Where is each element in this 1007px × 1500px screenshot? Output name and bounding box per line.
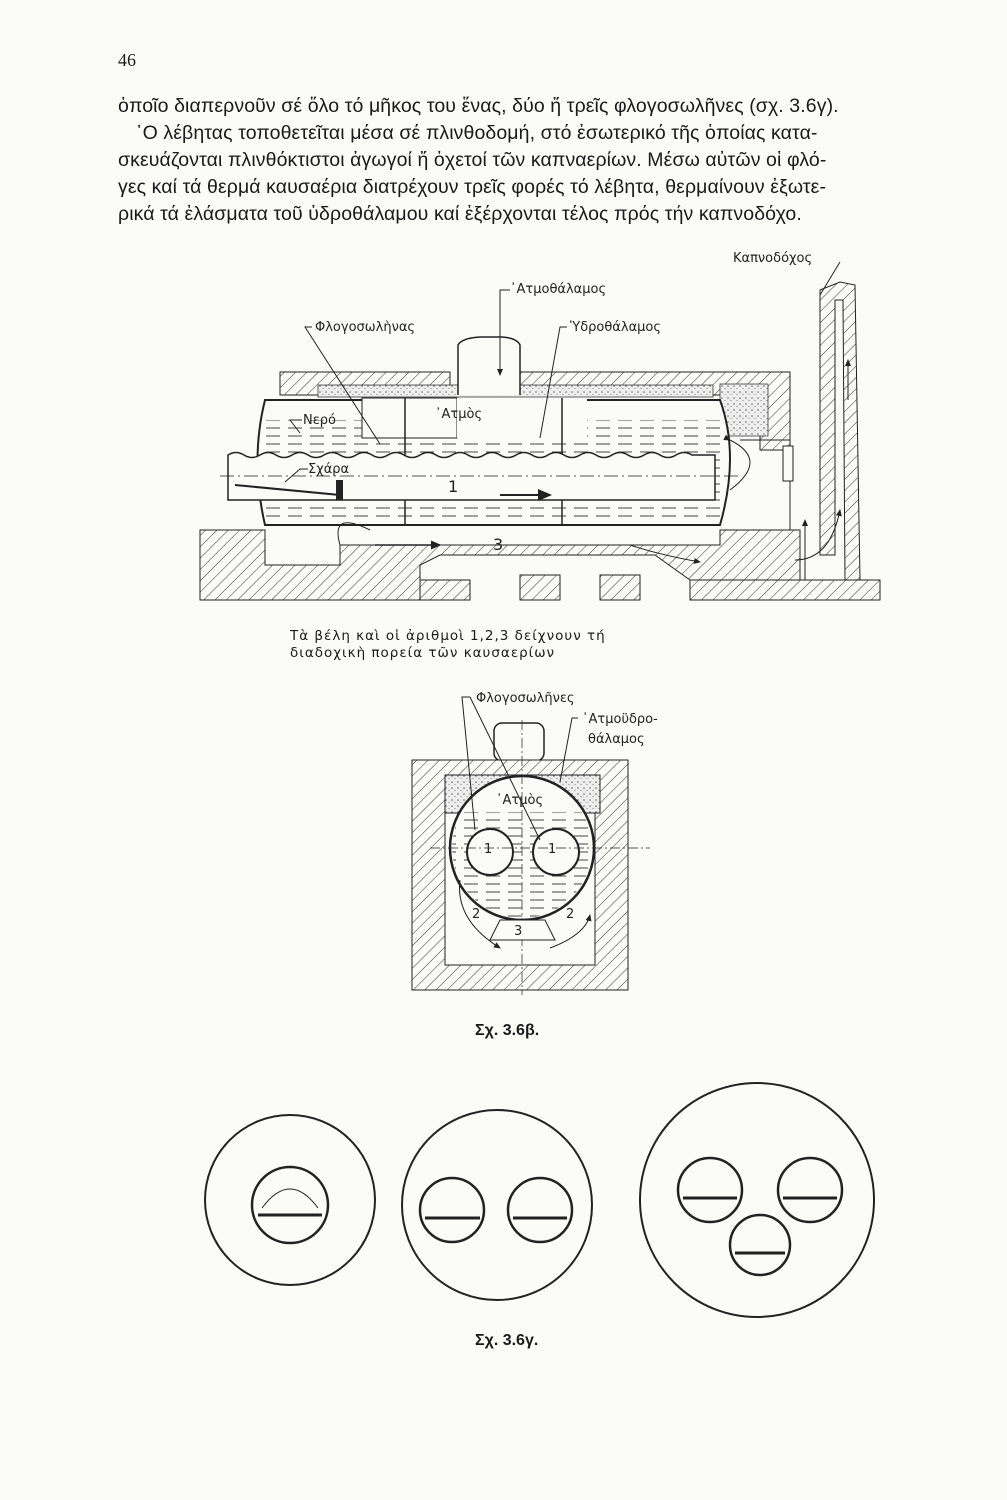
boiler-side-section xyxy=(199,261,881,601)
figure-side-caption: Τὰ βέλη καὶ οἱ ἀριθμοὶ 1,2,3 δείχνουν τή… xyxy=(290,628,606,662)
label-pass-3: 3 xyxy=(493,535,503,554)
label-pass-1b: 1 xyxy=(548,842,556,857)
text-line: γες καί τά θερμά καυσαέρια διατρέχουν τρ… xyxy=(118,176,827,198)
label-flue-tube: Φλογοσωλὴνας xyxy=(315,320,415,335)
text-line: ὁποῖο διαπερνοῦν σέ ὅλο τό μῆκος του ἕνα… xyxy=(118,95,839,117)
label-steam-water-chamber-1: ᾽Ατμοϋδρο- xyxy=(582,712,658,727)
section-three-tubes xyxy=(639,1082,875,1318)
flue-tube-cross-sections xyxy=(204,1082,875,1318)
label-steam-front: ᾽Ατμὸς xyxy=(496,793,543,808)
label-pass-2a: 2 xyxy=(472,907,480,922)
label-flue-tubes: Φλογοσωλῆνες xyxy=(476,691,575,706)
label-pass-2b: 2 xyxy=(566,907,574,922)
text-line: ῾Ο λέβητας τοποθετεῖται μέσα σέ πλινθοδο… xyxy=(136,122,818,144)
caption-line: Τὰ βέλη καὶ οἱ ἀριθμοὶ 1,2,3 δείχνουν τή xyxy=(290,628,606,644)
label-grate: Σχάρα xyxy=(308,462,349,477)
label-pass-3-front: 3 xyxy=(514,924,522,939)
boiler-front-section xyxy=(411,696,650,995)
label-chimney: Καπνοδόχος xyxy=(733,251,812,266)
label-steam: ᾽Ατμὸς xyxy=(435,407,482,422)
text-line: ρικά τά ἐλάσματα τοῦ ὑδροθάλαμου καί ἐξέ… xyxy=(118,203,802,225)
label-steam-water-chamber-2: θάλαμος xyxy=(588,732,645,747)
page-number: 46 xyxy=(118,50,136,70)
figure-caption-3-6b: Σχ. 3.6β. xyxy=(475,1022,540,1039)
text-line: σκευάζονται πλινθόκτιστοι ἀγωγοί ἤ ὀχετο… xyxy=(118,149,827,171)
label-water-chamber: Ὑδροθάλαμος xyxy=(570,320,661,335)
label-water: Νερό xyxy=(303,413,336,428)
body-paragraph: ὁποῖο διαπερνοῦν σέ ὅλο τό μῆκος του ἕνα… xyxy=(118,93,938,228)
section-two-tubes xyxy=(401,1109,593,1301)
label-pass-1: 1 xyxy=(448,477,458,496)
label-pass-1a: 1 xyxy=(484,842,492,857)
label-steam-chamber: ᾽Ατμοθάλαμος xyxy=(510,282,606,297)
figure-caption-3-6g: Σχ. 3.6γ. xyxy=(475,1332,539,1349)
caption-line: διαδοχικὴ πορεία τῶν καυσαερίων xyxy=(290,645,556,661)
